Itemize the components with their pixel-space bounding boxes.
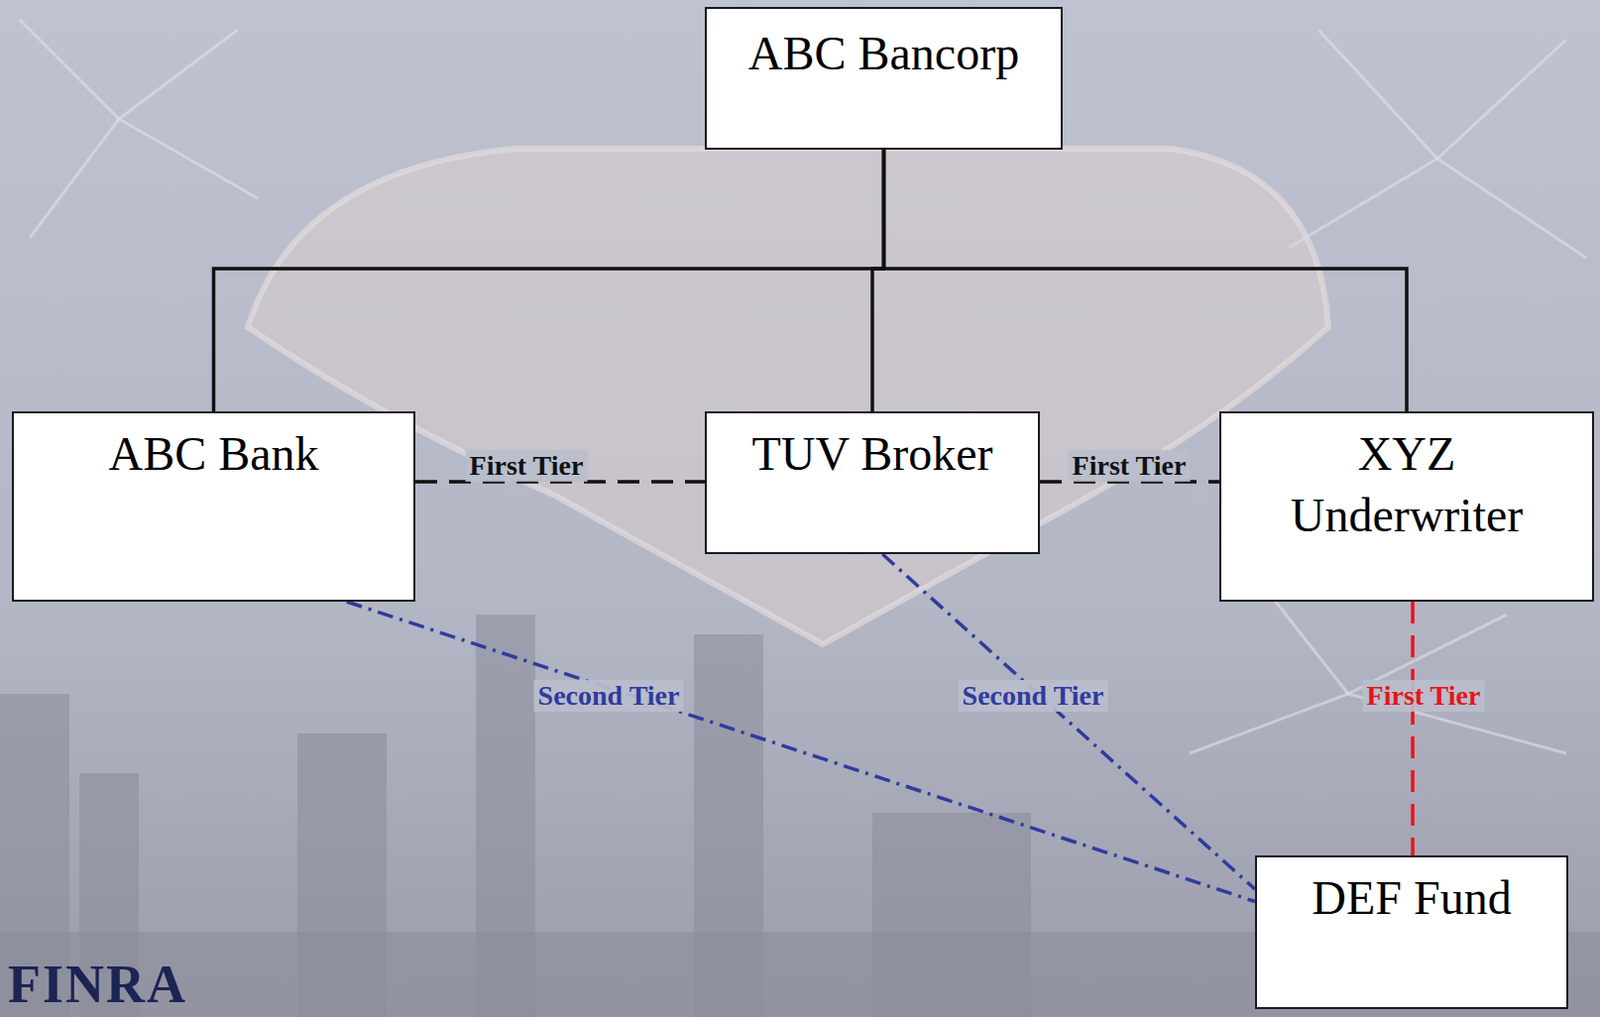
tier-label: First Tier: [465, 450, 588, 482]
firework-ray: [1437, 158, 1587, 258]
tier-connector: [882, 554, 1256, 890]
ownership-line: [214, 149, 885, 412]
entity-box: XYZ Underwriter: [1219, 411, 1595, 602]
node-label: ABC Bancorp: [718, 22, 1049, 85]
node-label: XYZ Underwriter: [1270, 423, 1543, 548]
tier-connector: [1410, 601, 1415, 856]
entity-box: DEF Fund: [1255, 855, 1569, 1010]
node-label: DEF Fund: [1268, 867, 1555, 929]
node-label: ABC Bank: [25, 423, 402, 485]
node-label: TUV Broker: [718, 423, 1027, 485]
entity-box: ABC Bancorp: [704, 6, 1063, 150]
firework-ray: [118, 29, 238, 119]
tier-label: Second Tier: [534, 680, 685, 712]
firework-ray: [19, 19, 119, 119]
tier-connector: [346, 601, 1256, 903]
firework-ray: [1318, 29, 1438, 159]
firework-ray: [29, 118, 119, 238]
firework-ray: [1288, 158, 1438, 248]
logo-text: FINRA: [7, 953, 188, 1016]
tier-label: First Tier: [1068, 450, 1191, 482]
city-skyline: [0, 614, 1600, 1017]
firework-ray: [1437, 39, 1567, 159]
ownership-line: [884, 149, 1408, 412]
tier-label: Second Tier: [958, 680, 1109, 712]
entity-box: ABC Bank: [11, 411, 416, 602]
tier-label: First Tier: [1363, 680, 1486, 712]
firework-ray: [118, 118, 258, 199]
entity-box: TUV Broker: [704, 411, 1040, 555]
firework-ray: [1189, 693, 1349, 754]
